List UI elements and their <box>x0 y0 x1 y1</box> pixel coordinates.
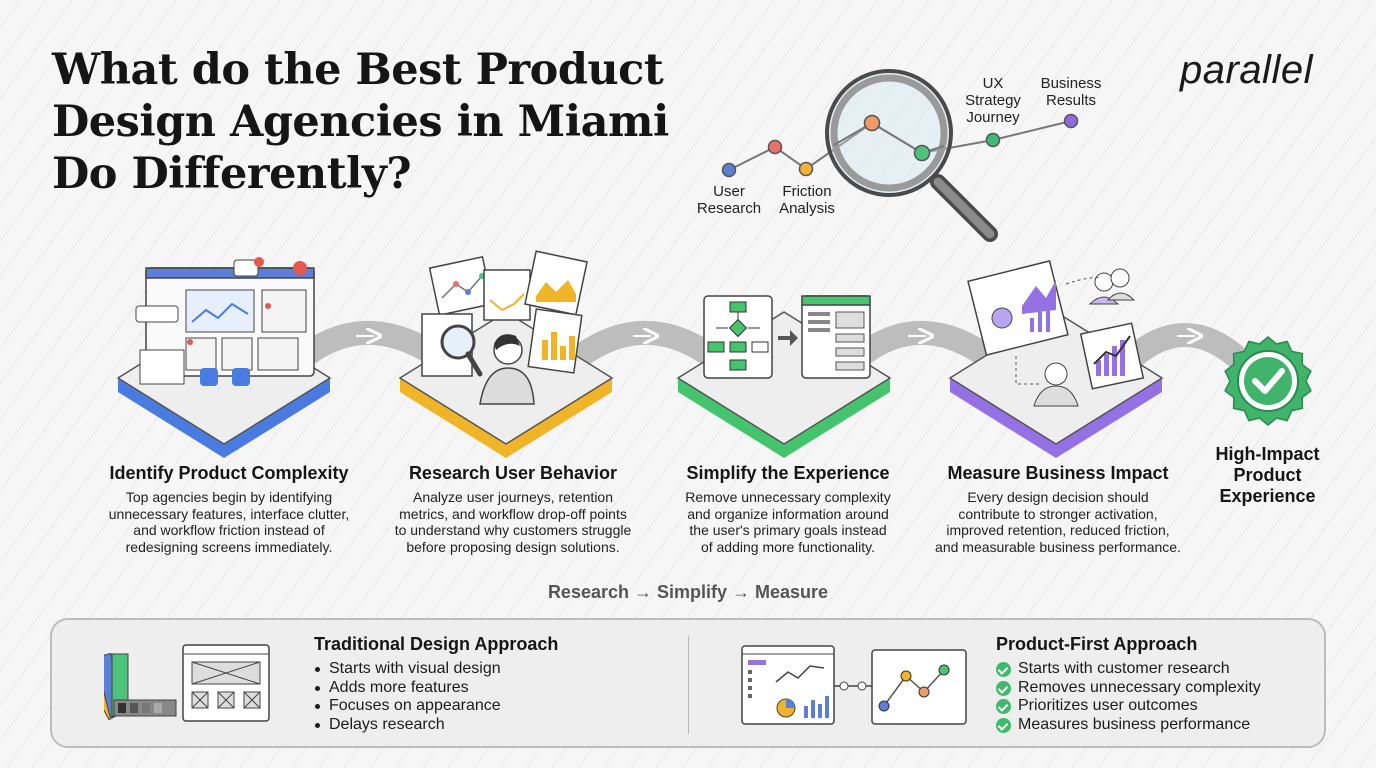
step-title-research: Research User Behavior <box>408 463 618 483</box>
list-item: Focuses on appearance <box>312 697 501 716</box>
page-title: What do the Best Product Design Agencies… <box>52 44 692 200</box>
description-line: Every design decision should <box>967 489 1149 505</box>
label-line: UX <box>982 75 1004 92</box>
description-line: Top agencies begin by identifying <box>125 489 333 505</box>
final-line: Experience <box>1219 486 1316 506</box>
background-line <box>0 0 359 492</box>
label-line: Friction <box>782 183 832 200</box>
product-first-list: Starts with customer research Removes un… <box>996 660 1261 734</box>
description-line: contribute to stronger activation, <box>958 505 1158 522</box>
list-item-label: Removes unnecessary complexity <box>1018 678 1261 696</box>
description-line: and organize information around <box>687 505 889 522</box>
description-line: unnecessary features, interface clutter, <box>108 505 350 522</box>
panel-divider <box>688 636 689 734</box>
step-title-measure: Measure Business Impact <box>947 463 1169 483</box>
label-line: Research <box>696 200 762 217</box>
list-item-label: Starts with customer research <box>1018 660 1230 677</box>
analytics-flow-icon <box>741 645 967 725</box>
title-line: Design Agencies in Miami <box>52 97 669 147</box>
check-icon <box>996 662 1011 677</box>
wireframe-icon <box>182 644 270 722</box>
step-description-simplify: Remove unnecessary complexity and organi… <box>648 489 928 555</box>
list-item: Removes unnecessary complexity <box>996 679 1261 698</box>
final-line: High-Impact <box>1215 444 1320 464</box>
comparison-panel: Traditional Design Approach Starts with … <box>50 618 1326 748</box>
timeline-dot <box>985 132 1001 148</box>
list-item: Prioritizes user outcomes <box>996 697 1261 716</box>
label-line: Business <box>1040 75 1102 92</box>
step-description-research: Analyze user journeys, retention metrics… <box>373 489 653 555</box>
final-outcome: High-Impact Product Experience <box>1200 444 1335 507</box>
description-line: before proposing design solutions. <box>406 538 620 555</box>
label-line: Results <box>1045 92 1097 109</box>
background-line <box>0 0 125 171</box>
label-line: Journey <box>966 109 1020 126</box>
process-summary: Research → Simplify → Measure <box>547 582 829 602</box>
list-item: Starts with customer research <box>996 660 1261 679</box>
description-line: the user's primary goals instead <box>689 522 887 538</box>
background-line <box>0 0 177 243</box>
timeline-label-friction-analysis: Friction Analysis <box>752 183 862 217</box>
background-line <box>0 0 229 314</box>
background-line <box>0 0 385 528</box>
description-line: metrics, and workflow drop-off points <box>399 505 627 522</box>
label-line: Strategy <box>965 92 1021 109</box>
traditional-list: Starts with visual design Adds more feat… <box>312 660 501 734</box>
description-line: improved retention, reduced friction, <box>946 522 1170 538</box>
background-line <box>0 0 281 385</box>
product-first-title: Product-First Approach <box>996 634 1198 654</box>
timeline-label-business-results: Business Results <box>1016 75 1126 109</box>
timeline-dot <box>798 161 814 177</box>
timeline-dot <box>767 139 783 155</box>
timeline-label-user-research: User Research <box>674 183 784 217</box>
background-line <box>0 0 307 421</box>
color-swatch-icon <box>104 652 177 721</box>
research-timeline <box>721 69 1079 242</box>
timeline-label-ux-strategy: UX Strategy Journey <box>938 75 1048 126</box>
step-description-measure: Every design decision should contribute … <box>918 489 1198 555</box>
final-line: Product <box>1233 465 1302 485</box>
background-line <box>1279 635 1376 768</box>
step-title-identify: Identify Product Complexity <box>109 463 349 483</box>
background-line <box>0 0 333 457</box>
description-line: Remove unnecessary complexity <box>685 489 891 505</box>
check-icon <box>996 717 1011 733</box>
list-item: Measures business performance <box>996 716 1261 735</box>
background-line <box>0 0 99 136</box>
step-title-simplify: Simplify the Experience <box>686 463 890 483</box>
list-item: Delays research <box>312 716 501 735</box>
background-line <box>1253 599 1376 768</box>
step-description-identify: Top agencies begin by identifying unnece… <box>89 489 369 555</box>
check-icon <box>996 680 1011 696</box>
description-line: redesigning screens immediately. <box>125 538 333 555</box>
list-item: Starts with visual design <box>312 660 501 679</box>
traditional-title: Traditional Design Approach <box>314 634 559 654</box>
list-item-label: Measures business performance <box>1018 715 1251 733</box>
label-line: User <box>713 183 745 200</box>
description-line: Analyze user journeys, retention <box>413 489 613 505</box>
check-icon <box>996 699 1011 715</box>
background-line <box>0 0 151 207</box>
description-line: to understand why customers struggle <box>394 522 632 538</box>
list-item: Adds more features <box>312 679 501 698</box>
background-line <box>0 0 203 278</box>
brand-logo: parallel <box>1180 48 1313 92</box>
title-line: Do Differently? <box>52 149 412 199</box>
title-line: What do the Best Product <box>52 45 664 95</box>
description-line: and workflow friction instead of <box>133 522 325 538</box>
list-item-label: Prioritizes user outcomes <box>1018 697 1198 715</box>
description-line: and measurable business performance. <box>935 538 1181 555</box>
magnifier-icon <box>825 69 998 242</box>
background-line <box>0 0 255 350</box>
timeline-dot <box>721 162 737 178</box>
description-line: of adding more functionality. <box>700 538 876 555</box>
timeline-dot <box>1063 113 1079 129</box>
label-line: Analysis <box>779 200 835 217</box>
